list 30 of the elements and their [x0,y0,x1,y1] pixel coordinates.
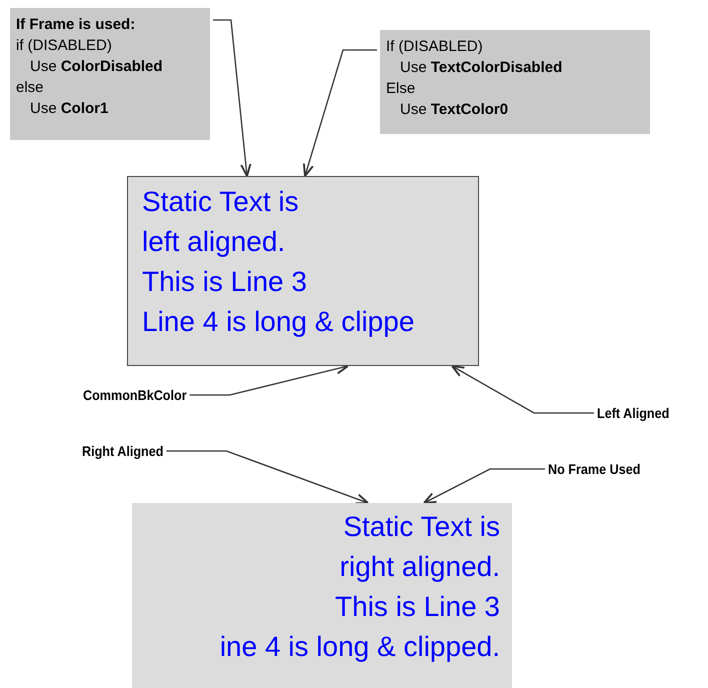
static-text-line: This is Line 3 [335,590,500,624]
leader-line [451,365,594,414]
code-line: Use Color1 [29,99,108,119]
static-text-line: Line 4 is long & clippe [142,305,414,339]
code-line: if (DISABLED) [16,36,112,56]
code-line: Else [386,79,416,99]
static-text-line: Static Text is [343,510,500,544]
code-line: Use TextColorDisabled [399,58,562,78]
callout-label: Left Aligned [597,405,670,421]
static-text-line: ine 4 is long & clipped. [220,630,500,664]
static-text-line: right aligned. [340,550,500,584]
static-text-box [127,176,479,366]
static-text-line: This is Line 3 [142,265,307,299]
callout-label: CommonBkColor [83,387,187,403]
callout-label: Right Aligned [82,443,164,459]
code-line: else [16,78,44,98]
leader-line [166,450,369,504]
note-box [380,30,650,134]
static-text-box [132,503,512,688]
note-box [10,8,210,140]
code-line: Use TextColor0 [399,100,508,120]
static-text-line: Static Text is [142,185,299,219]
code-line: Use ColorDisabled [29,57,163,77]
leader-line [302,49,377,177]
note-heading: If Frame is used: [16,15,136,35]
code-line: If (DISABLED) [386,37,483,57]
callout-label: No Frame Used [548,461,640,477]
static-text-line: left aligned. [142,225,286,259]
leader-line [423,468,545,504]
leader-line [213,19,252,177]
